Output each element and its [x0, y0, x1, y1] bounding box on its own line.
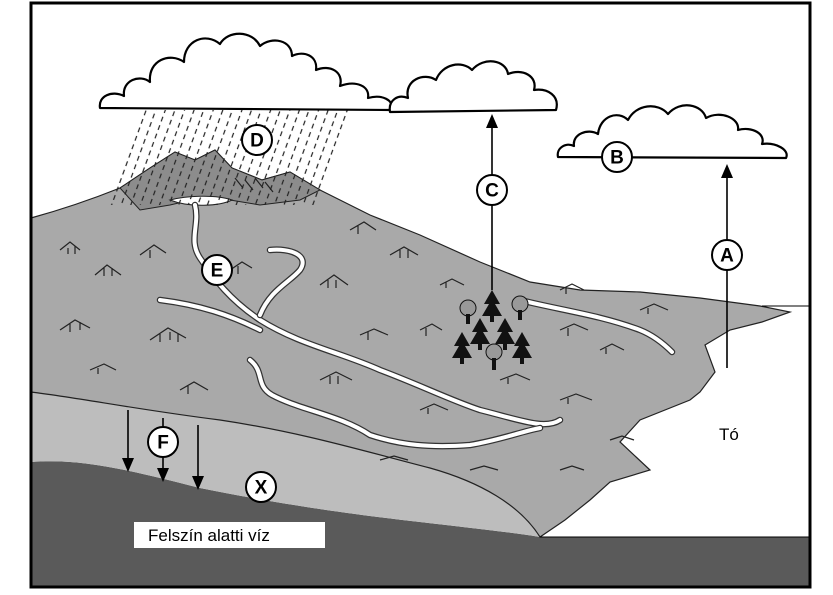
- groundwater-layer: [31, 461, 810, 587]
- arrow-c: [486, 114, 498, 290]
- label-d-text: D: [250, 131, 264, 152]
- groundwater-label: Felszín alatti víz: [148, 526, 270, 545]
- label-b: B: [601, 141, 633, 173]
- cloud-c: [388, 60, 558, 114]
- label-b-text: B: [610, 148, 624, 169]
- groundwater-label-box: [134, 522, 325, 548]
- terrain-hatching: [59, 177, 669, 471]
- arrow-a: [721, 164, 733, 368]
- label-c-text: C: [485, 181, 499, 202]
- lake-label: Tó: [719, 425, 739, 444]
- diagram-frame: [29, 1, 812, 589]
- river-system: [156, 201, 676, 450]
- rain-area: [110, 110, 352, 205]
- label-d: D: [241, 124, 273, 156]
- label-a-text: A: [720, 246, 734, 267]
- rain-cloud: [98, 32, 394, 112]
- label-x: X: [245, 471, 277, 503]
- label-f-text: F: [157, 433, 169, 454]
- label-e: E: [201, 254, 233, 286]
- label-a: A: [711, 239, 743, 271]
- label-x-text: X: [255, 478, 268, 499]
- label-f: F: [147, 426, 179, 458]
- forest: [452, 290, 532, 370]
- label-c: C: [476, 174, 508, 206]
- label-e-text: E: [211, 261, 224, 282]
